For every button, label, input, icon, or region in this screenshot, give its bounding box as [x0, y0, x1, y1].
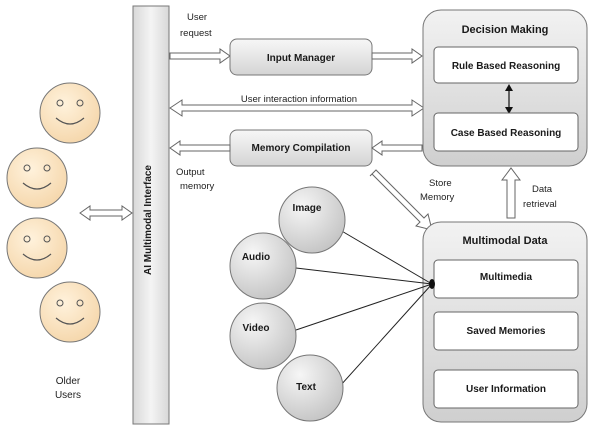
- output-memory-label-line2: memory: [180, 181, 215, 192]
- reasoning-double-arrow: [505, 84, 513, 114]
- video-label: Video: [242, 323, 269, 334]
- user-request-arrow: [169, 48, 231, 64]
- data-retrieval-label-line2: retrieval: [523, 199, 557, 210]
- input-manager-label: Input Manager: [267, 53, 335, 64]
- decision-making-panel: Decision Making Rule Based Reasoning Cas…: [422, 9, 588, 167]
- users-interface-double-arrow: [79, 205, 133, 221]
- multimedia-label: Multimedia: [480, 272, 533, 283]
- user-face-4: [39, 281, 101, 343]
- multimodal-data-panel: Multimodal Data Multimedia Saved Memorie…: [422, 221, 588, 423]
- user-request-label-line1: User: [187, 12, 207, 23]
- user-information-box: [433, 369, 579, 409]
- user-request-label-line2: request: [180, 28, 212, 39]
- memory-compilation-box: Memory Compilation: [229, 129, 373, 167]
- user-interaction-label: User interaction information: [241, 94, 357, 105]
- saved-memories-label: Saved Memories: [467, 326, 546, 337]
- text-label: Text: [296, 382, 316, 393]
- image-label: Image: [293, 203, 322, 214]
- video-circle: Video: [229, 302, 297, 370]
- store-memory-label-line2: Memory: [420, 192, 455, 203]
- case-based-reasoning-box: [433, 112, 579, 152]
- audio-label: Audio: [242, 252, 270, 263]
- rule-based-reasoning-box: [433, 46, 579, 84]
- multimodal-data-title: Multimodal Data: [463, 235, 549, 247]
- user-face-3: [6, 217, 68, 279]
- audio-circle: Audio: [229, 232, 297, 300]
- ai-multimodal-interface-label: AI Multimodal Interface: [143, 165, 154, 275]
- data-retrieval-arrow: [501, 167, 521, 219]
- multimedia-junction-dot: [429, 279, 435, 289]
- modality-connectors: [295, 229, 435, 387]
- memory-compilation-label: Memory Compilation: [252, 143, 351, 154]
- output-memory-label-line1: Output: [176, 167, 205, 178]
- user-information-label: User Information: [466, 384, 546, 395]
- store-memory-label-line1: Store: [429, 178, 452, 189]
- input-to-decision-arrow: [371, 48, 423, 64]
- ai-multimodal-interface-bar: AI Multimodal Interface: [132, 5, 170, 425]
- multimedia-box: [433, 259, 579, 299]
- user-face-1: [39, 82, 101, 144]
- user-face-2: [6, 147, 68, 209]
- data-retrieval-label-line1: Data: [532, 184, 553, 195]
- older-users-caption-line1: Older: [56, 376, 81, 387]
- decision-to-memory-arrow: [371, 140, 423, 156]
- older-users-caption-line2: Users: [55, 390, 81, 401]
- decision-making-title: Decision Making: [462, 24, 549, 36]
- saved-memories-box: [433, 311, 579, 351]
- case-based-reasoning-label: Case Based Reasoning: [451, 128, 562, 139]
- rule-based-reasoning-label: Rule Based Reasoning: [452, 61, 560, 72]
- text-circle: Text: [276, 354, 344, 422]
- input-manager-box: Input Manager: [229, 38, 373, 76]
- output-memory-arrow: [169, 140, 231, 156]
- image-circle: Image: [278, 186, 346, 254]
